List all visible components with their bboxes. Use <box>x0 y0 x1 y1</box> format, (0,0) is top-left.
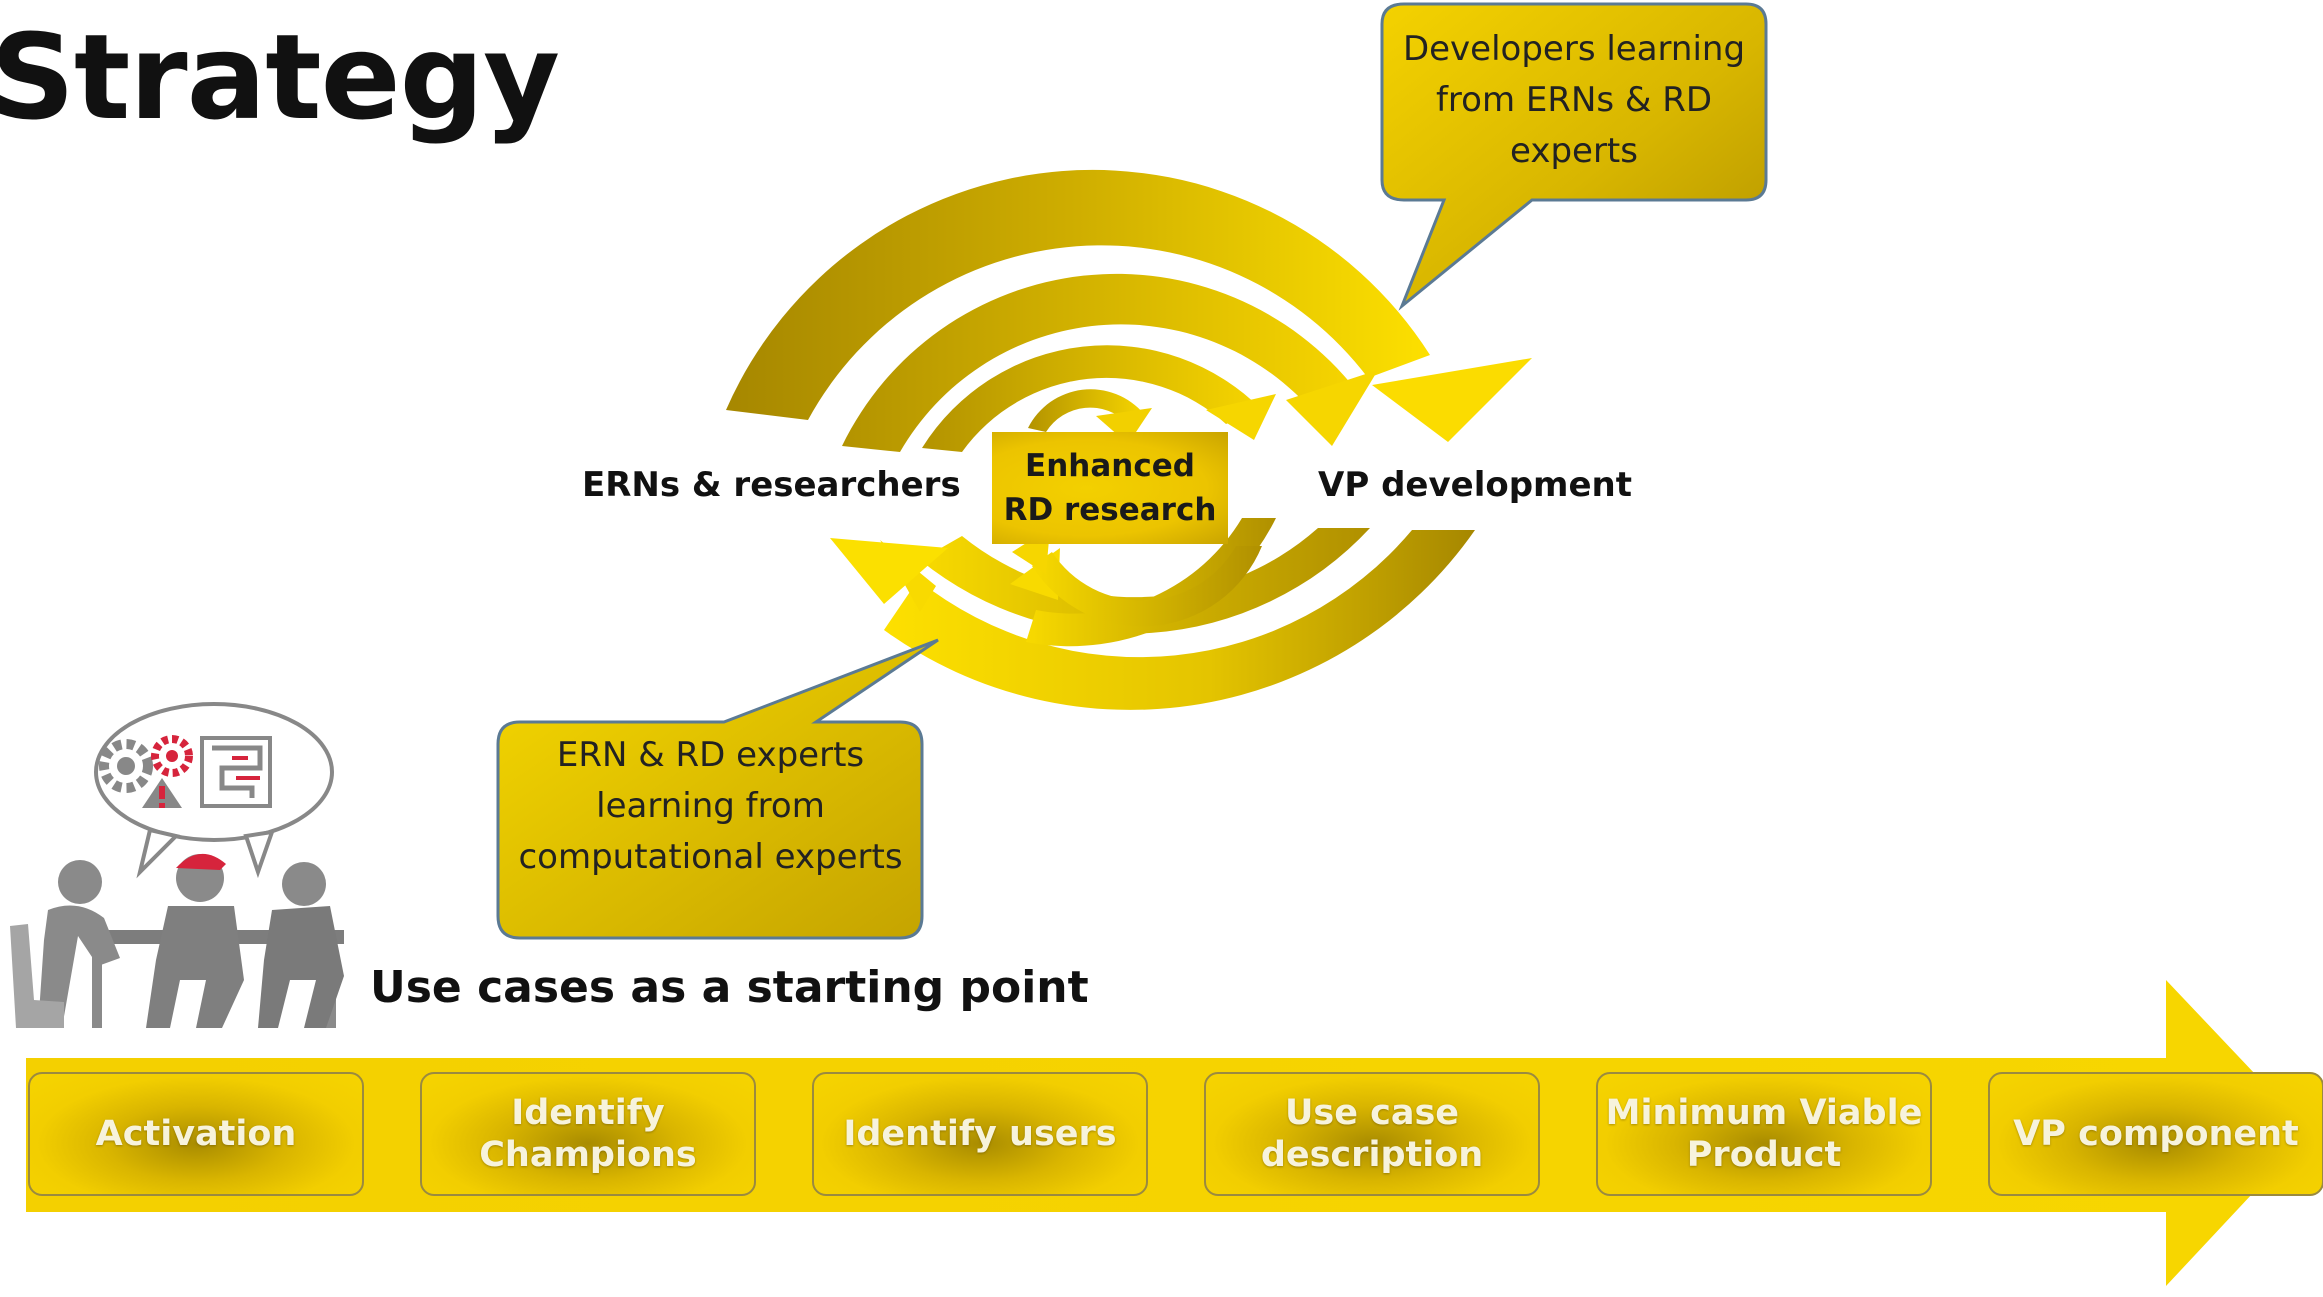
middle-arc-bottom <box>920 528 1370 634</box>
inner-arc-top <box>922 345 1262 452</box>
middle-arc-top <box>842 273 1356 452</box>
stage-identify-users: Identify users <box>812 1072 1148 1196</box>
stage-vp-component: VP component <box>1988 1072 2323 1196</box>
stage-label: VP component <box>2013 1114 2299 1154</box>
use-cases-heading: Use cases as a starting point <box>370 962 1089 1013</box>
core-label-line2: RD research <box>1003 492 1217 528</box>
callout-developers-text: Developers learning from ERNs & RD exper… <box>1402 29 1746 171</box>
maze-icon <box>200 736 272 808</box>
stage-label: Identify users <box>843 1114 1117 1154</box>
core-loop-bottom <box>1032 546 1262 627</box>
middle-arrowhead-left <box>830 538 948 604</box>
stage-identify-champions: Identify Champions <box>420 1072 756 1196</box>
stage-use-case-description: Use case description <box>1204 1072 1540 1196</box>
callout-ern-bubble <box>496 638 939 940</box>
stage-label: Identify Champions <box>479 1093 697 1175</box>
middle-arrowhead-right <box>1286 370 1378 446</box>
gears-icon <box>99 735 193 793</box>
core-arrowhead-top <box>1096 408 1152 444</box>
vp-development-label: VP development <box>1318 465 1632 505</box>
core-label-line1: Enhanced <box>1025 448 1195 484</box>
stage-label: Activation <box>95 1114 297 1154</box>
warning-icon <box>142 778 182 808</box>
process-arrow-bar <box>26 980 2310 1286</box>
stage-label: Minimum Viable Product <box>1605 1093 1923 1175</box>
outer-arc-bottom <box>884 530 1475 710</box>
page-title: Strategy <box>0 8 560 146</box>
stage-label: Use case description <box>1260 1093 1484 1175</box>
callout-developers-bubble <box>1380 2 1768 311</box>
core-loop-top <box>1028 389 1144 432</box>
erns-researchers-label: ERNs & researchers <box>582 465 961 505</box>
callout-ern-text: ERN & RD experts learning from computati… <box>518 735 903 877</box>
stage-activation: Activation <box>28 1072 364 1196</box>
enhanced-rd-research-box: Enhanced RD research <box>992 432 1228 544</box>
outer-arrowhead-right <box>1372 358 1532 442</box>
stage-minimum-viable-product: Minimum Viable Product <box>1596 1072 1932 1196</box>
outer-arc-top <box>726 169 1430 420</box>
people-meeting-icon <box>10 702 344 1028</box>
inner-arrowhead-right <box>1206 394 1276 440</box>
